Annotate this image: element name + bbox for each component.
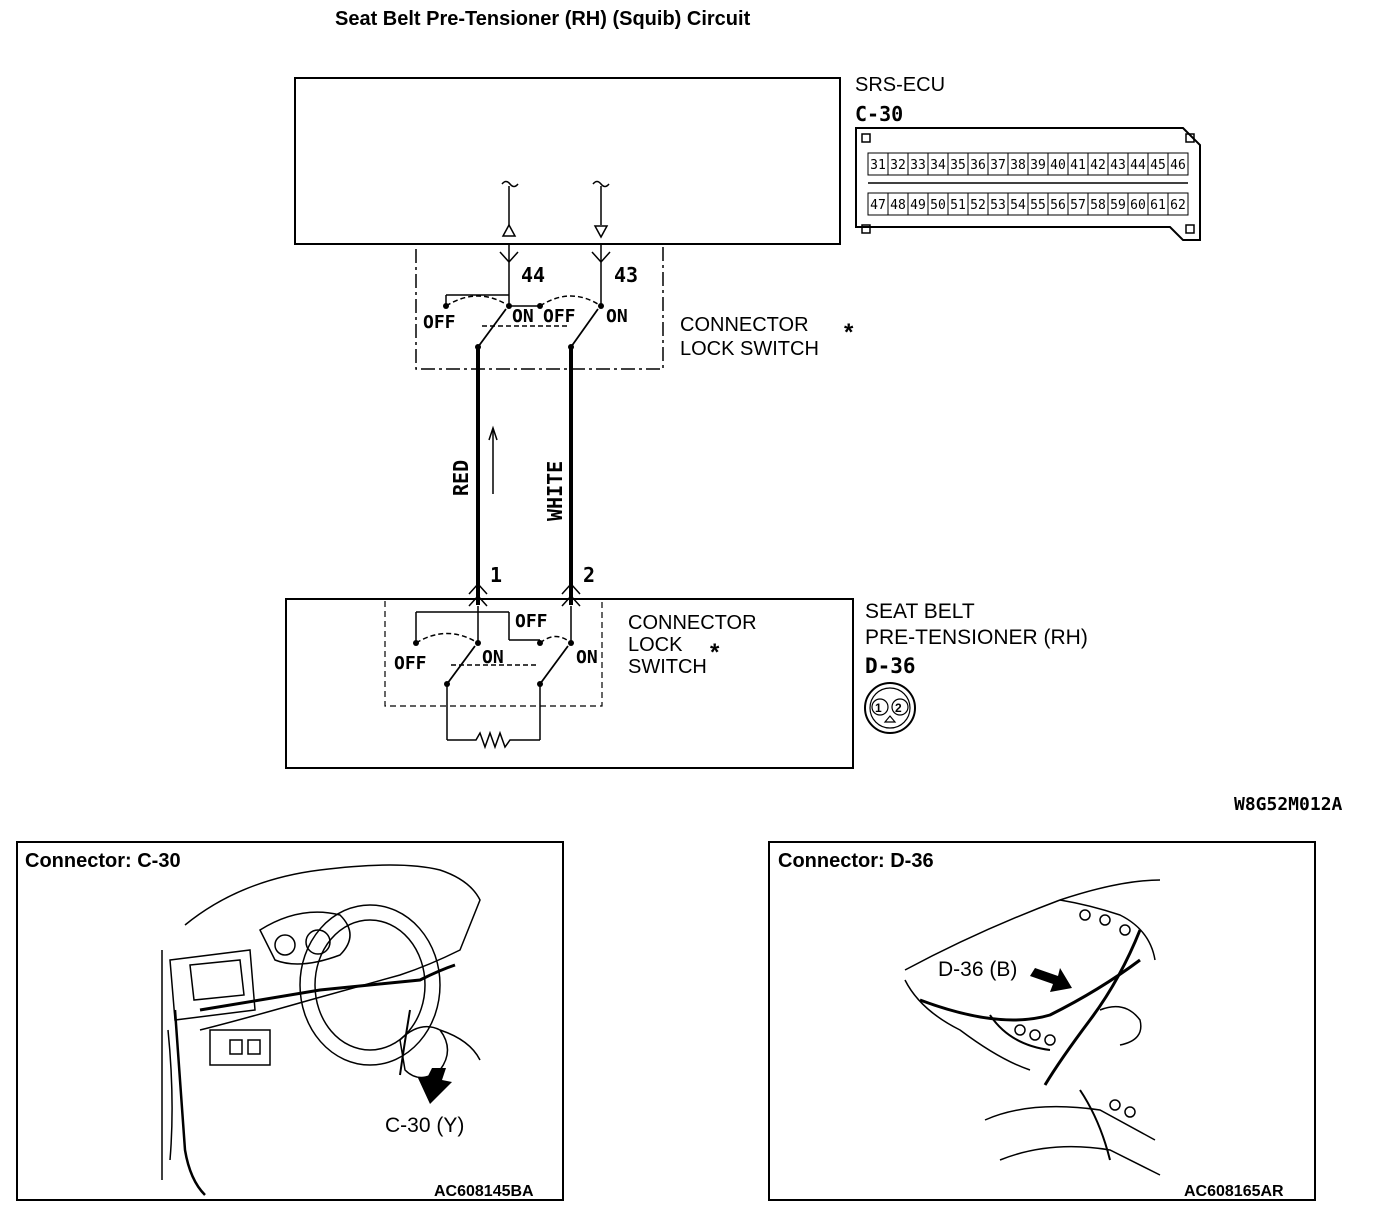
lower-switch-right [537,635,574,687]
pretensioner-terminal-2 [561,582,581,607]
terminal-44-label: 44 [521,263,545,287]
ecu-pin-label: 55 [1030,198,1046,213]
ecu-connector-id: C-30 [855,102,903,126]
current-direction-arrow [488,425,498,494]
pretensioner-box [285,598,854,769]
lower-lock-switch-boundary [384,598,603,707]
ecu-pin-label: 46 [1170,158,1186,173]
c30-panel-title: Connector: C-30 [25,850,181,872]
ecu-pin-label: 42 [1090,158,1106,173]
ecu-pin-label: 57 [1070,198,1086,213]
upper-lock-switch-label-1: CONNECTOR [680,314,809,336]
lower-lock-switch-label-2: LOCK [628,634,683,656]
ecu-input-symbol [592,180,610,239]
wire-white-label: WHITE [543,461,567,521]
srs-ecu-box [294,77,841,245]
d36-pin-2: 2 [895,701,902,715]
c30-arrow-icon [418,1068,452,1104]
ecu-pin-label: 45 [1150,158,1166,173]
srs-ecu-label: SRS-ECU [855,74,945,96]
ecu-pin-label: 43 [1110,158,1126,173]
pretensioner-connector-id: D-36 [865,654,916,678]
connector-d36-panel [768,841,1316,1201]
lower-on-right: ON [576,647,598,668]
ecu-connector-face: 31 32 33 34 35 36 37 38 39 40 41 42 43 44 45 46 47 48 49 5… [855,127,1201,241]
pretensioner-name-2: PRE-TENSIONER (RH) [865,626,1088,649]
connector-c30-panel [16,841,564,1201]
lower-off-right: OFF [515,611,548,632]
lower-lock-switch-label-3: SWITCH [628,656,707,678]
pretensioner-name-1: SEAT BELT [865,600,975,623]
terminal-2-label: 2 [583,563,595,587]
ecu-pin-label: 37 [990,158,1006,173]
d36-panel-code: AC608165AR [1184,1183,1284,1200]
ecu-pin-label: 31 [870,158,886,173]
ecu-pin-label: 62 [1170,198,1186,213]
d36-arrow-icon [1030,968,1072,992]
c30-panel-code: AC608145BA [434,1183,534,1200]
upper-off-left: OFF [423,312,456,333]
ecu-pin-label: 59 [1110,198,1126,213]
ecu-pin-label: 56 [1050,198,1066,213]
ecu-terminal-44 [499,244,519,306]
ecu-pin-label: 35 [950,158,966,173]
ecu-pin-label: 33 [910,158,926,173]
ecu-pin-label: 32 [890,158,906,173]
ecu-pin-label: 49 [910,198,926,213]
lower-switch-left [413,611,540,687]
upper-off-right: OFF [543,306,576,327]
ecu-terminal-43 [591,244,611,306]
upper-on-right: ON [606,306,628,327]
ecu-pin-label: 36 [970,158,986,173]
seat-illustration [904,879,1161,1176]
upper-asterisk: * [844,319,854,346]
ecu-pin-label: 60 [1130,198,1146,213]
d36-panel-title: Connector: D-36 [778,850,934,872]
wire-red-label: RED [449,460,473,496]
ecu-pin-row-1: 31 32 33 34 35 36 37 38 39 40 41 42 43 44 45 46 [867,152,1189,176]
dashboard-illustration [161,864,481,1196]
ecu-pin-label: 53 [990,198,1006,213]
ecu-pin-label: 47 [870,198,886,213]
lower-asterisk: * [710,639,720,666]
squib-resistor [446,684,541,750]
upper-lock-switch-label-2: LOCK SWITCH [680,338,819,360]
ecu-pin-cell [1167,152,1189,176]
upper-lock-switch-boundary [415,243,664,370]
terminal-1-label: 1 [490,563,502,587]
upper-on-left: ON [512,306,534,327]
ecu-pin-label: 44 [1130,158,1146,173]
lower-on-left: ON [482,647,504,668]
ecu-pin-label: 52 [970,198,986,213]
d36-pin-1: 1 [875,701,882,715]
terminal-43-label: 43 [614,263,638,287]
ecu-pin-cell [1167,192,1189,216]
ecu-pin-row-2: 47 48 49 50 51 52 53 54 55 56 57 58 59 60 61 62 [867,192,1189,216]
ecu-pin-label: 61 [1150,198,1166,213]
ecu-pin-label: 40 [1050,158,1066,173]
d36-callout: D-36 (B) [938,958,1017,981]
ecu-pin-label: 41 [1070,158,1086,173]
pretensioner-terminal-1 [468,582,488,607]
lower-lock-switch-label-1: CONNECTOR [628,612,757,634]
ecu-pin-label: 48 [890,198,906,213]
diagram-code: W8G52M012A [1234,794,1343,815]
ecu-pin-label: 39 [1030,158,1046,173]
c30-callout: C-30 (Y) [385,1114,464,1137]
lower-off-left: OFF [394,653,427,674]
ecu-pin-label: 58 [1090,198,1106,213]
ecu-pin-label: 50 [930,198,946,213]
d36-connector-face: 1 2 [864,682,916,734]
ecu-pin-label: 38 [1010,158,1026,173]
ecu-pin-label: 54 [1010,198,1026,213]
diagram-title: Seat Belt Pre-Tensioner (RH) (Squib) Cir… [335,8,751,30]
ecu-pin-label: 51 [950,198,966,213]
ecu-pin-label: 34 [930,158,946,173]
ecu-output-symbol [501,180,519,237]
